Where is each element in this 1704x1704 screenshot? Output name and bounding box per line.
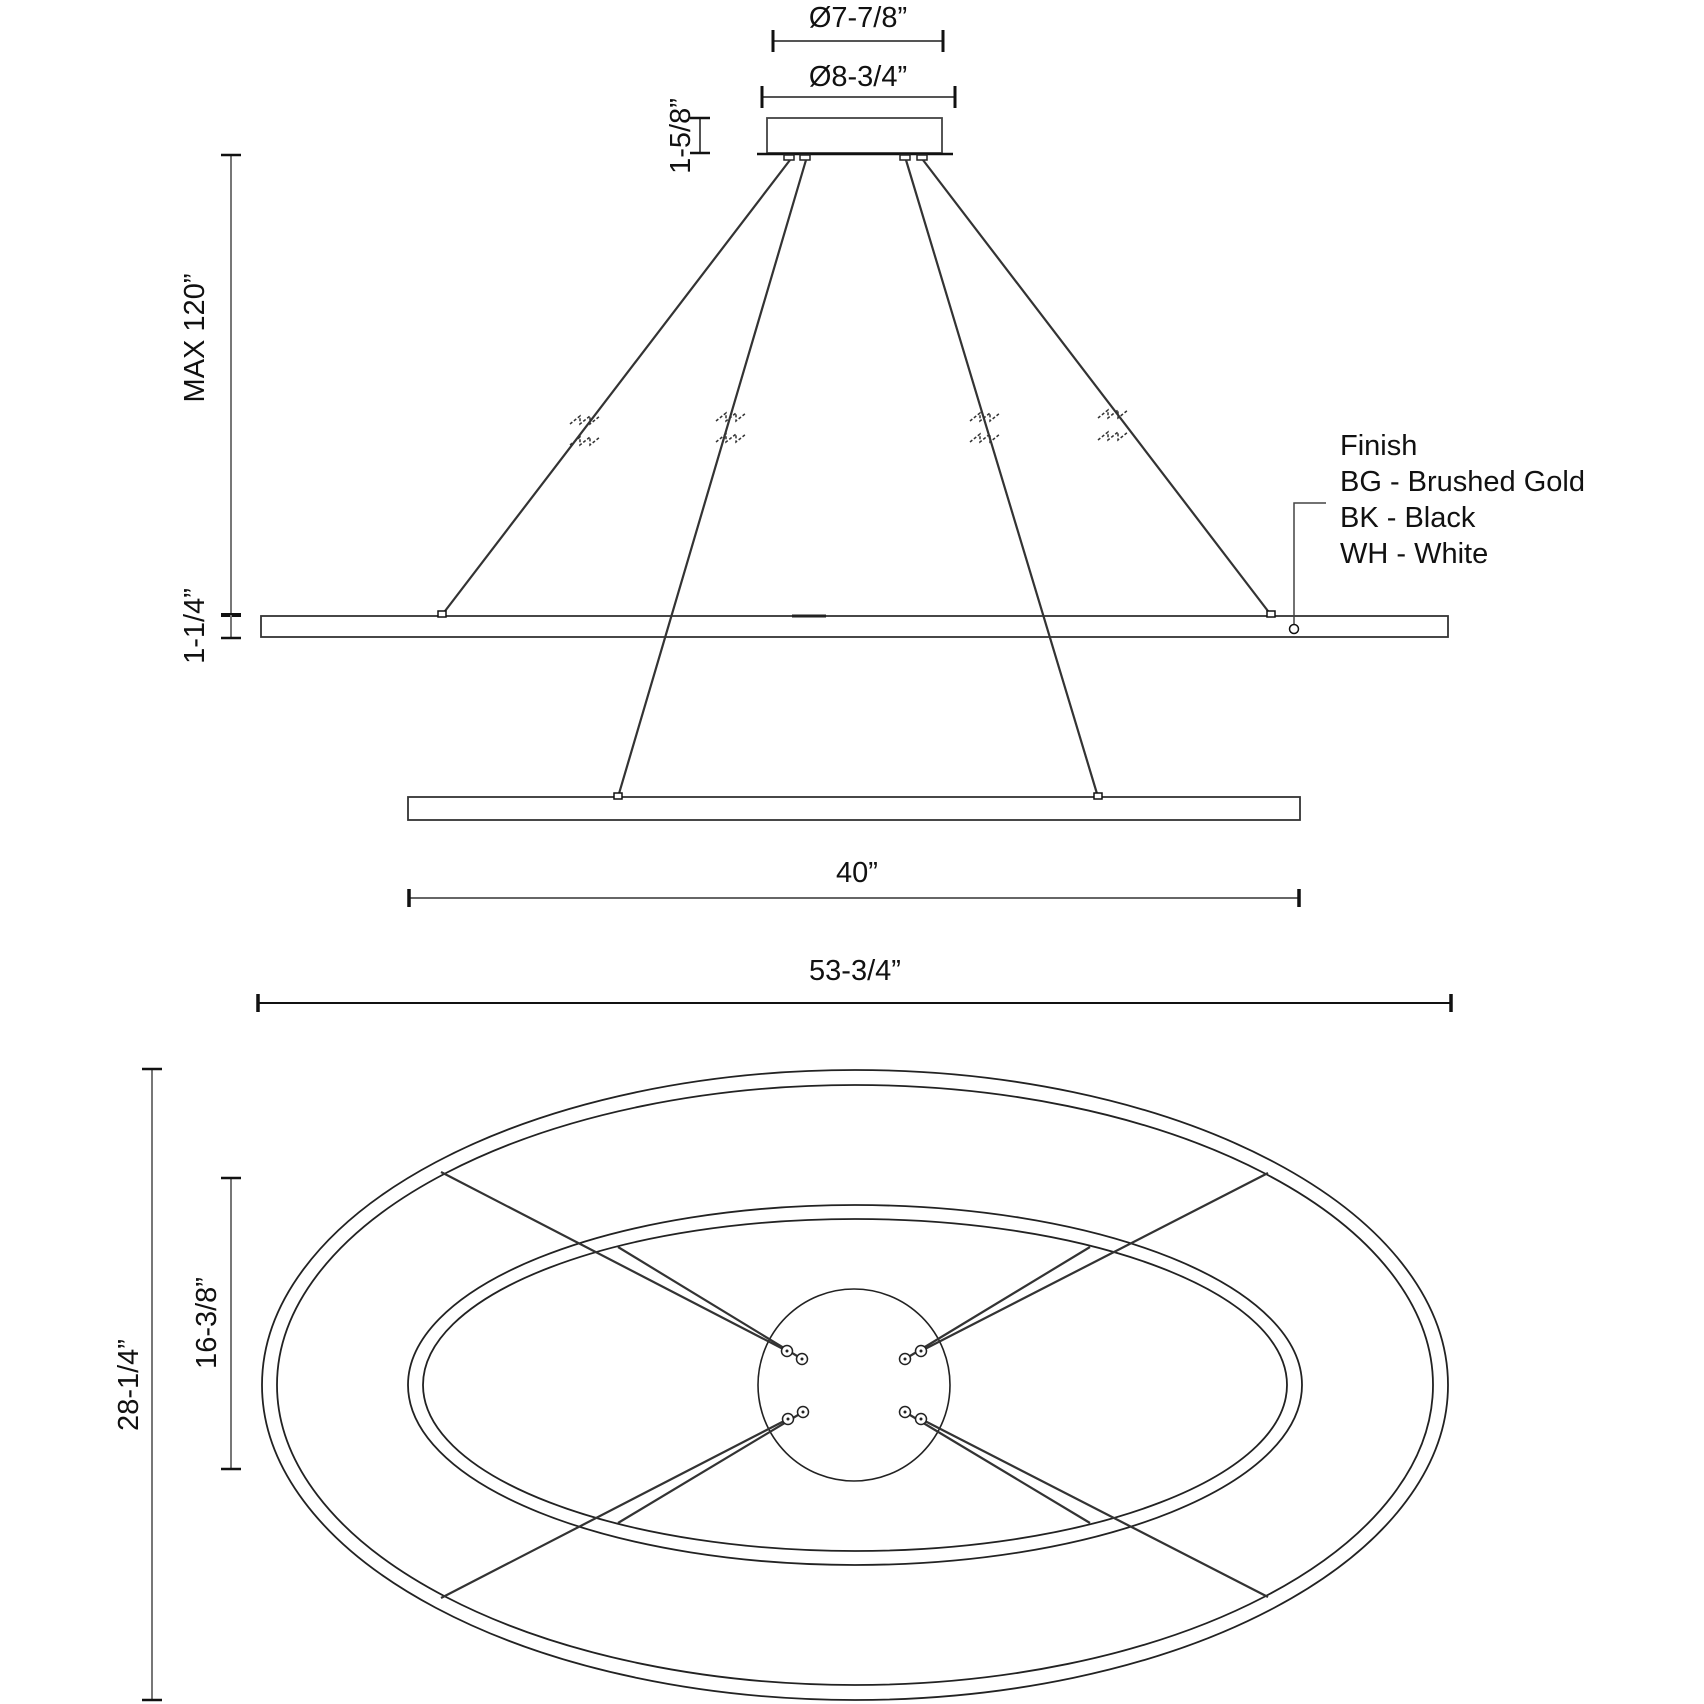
finish-option-bk: BK - Black [1340,502,1476,534]
canopy [766,117,943,154]
dim-canopy-height: 1-5/8” [665,98,710,174]
dim-label-max-height: MAX 120” [179,274,211,403]
plan-view: 28-1/4” 16-3/8” [113,1067,1449,1702]
dim-canopy-inner: Ø7-7/8” [771,2,945,52]
small-ring-side [407,796,1301,821]
dim-label-overall-depth: 28-1/4” [113,1339,145,1431]
large-ring-plan [261,1069,1449,1701]
dim-label-ring-height: 1-1/4” [179,588,211,664]
finish-option-wh: WH - White [1340,538,1489,570]
dim-small-ring-width: 40” [407,857,1301,907]
dim-label-large-ring-width: 53-3/4” [809,955,901,987]
large-ring-side [260,615,1449,638]
dim-small-ring-depth: 16-3/8” [191,1176,241,1471]
finish-legend: Finish BG - Brushed Gold BK - Black WH -… [1340,428,1585,572]
dim-label-canopy-height: 1-5/8” [665,98,697,174]
canopy-plan [757,1288,951,1482]
dim-large-ring-width: 53-3/4” [256,955,1453,1012]
finish-option-bg: BG - Brushed Gold [1340,466,1585,498]
plan-cables [440,1171,1269,1599]
dim-label-canopy-inner: Ø7-7/8” [809,2,907,34]
small-ring-plan [407,1204,1303,1566]
cable-fittings [783,154,928,161]
dim-label-small-ring-width: 40” [836,857,878,889]
dim-label-canopy-outer: Ø8-3/4” [809,61,907,93]
dim-max-height: MAX 120” 1-1/4” [179,153,241,664]
dim-overall-depth: 28-1/4” [113,1067,162,1702]
cable-break-symbols [569,408,1129,447]
finish-leader [1288,502,1326,635]
dim-canopy-outer: Ø8-3/4” [760,61,957,108]
suspension-cables [441,159,1272,798]
side-elevation: Ø7-7/8” Ø8-3/4” 1-5/8” [179,2,1453,1012]
dim-label-small-ring-depth: 16-3/8” [191,1277,223,1369]
finish-title: Finish [1340,430,1418,462]
